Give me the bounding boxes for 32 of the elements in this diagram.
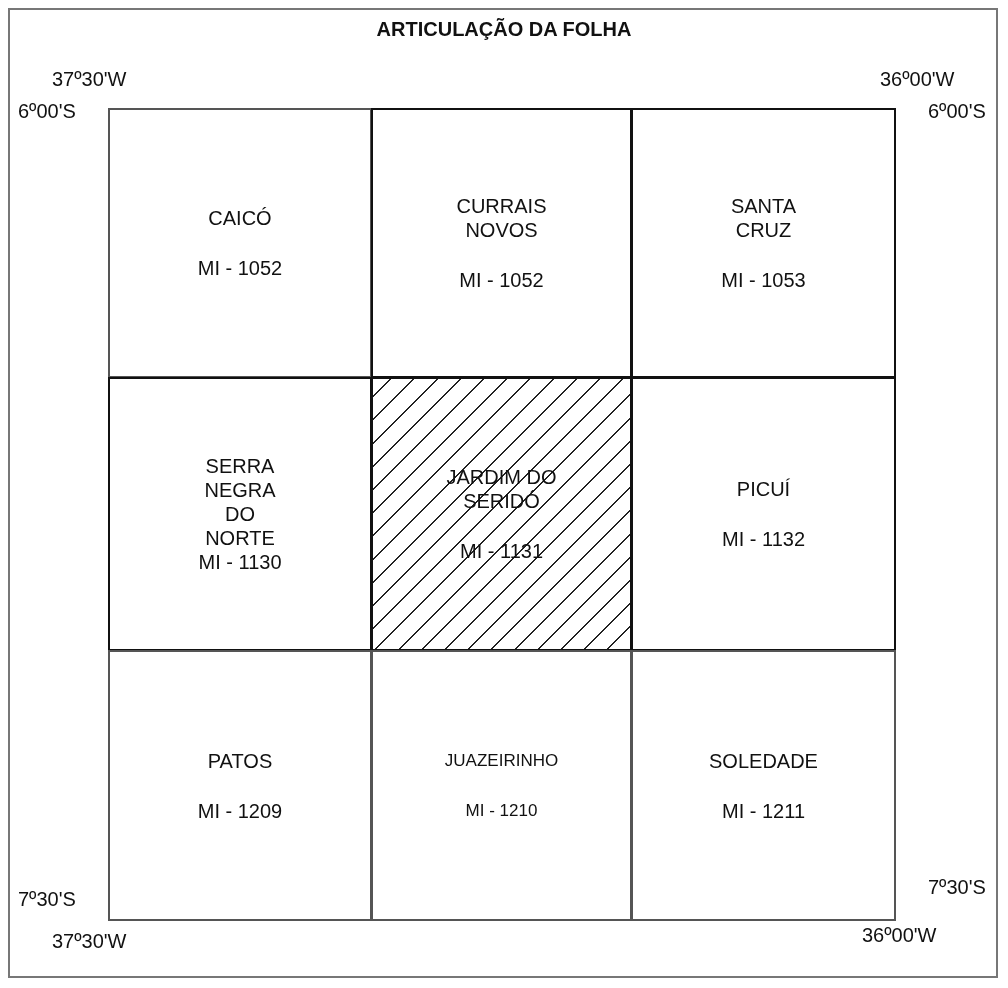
sheet-name: PATOS <box>207 748 273 773</box>
map-sheet-cell <box>631 650 896 921</box>
sheet-code: MI - 1053 <box>721 268 806 292</box>
coordinate-label: 7º30'S <box>18 888 76 911</box>
sheet-code: MI - 1132 <box>722 527 805 551</box>
coordinate-label: 6º00'S <box>928 100 986 123</box>
sheet-code: MI - 1209 <box>197 798 283 823</box>
sheet-code: MI - 1210 <box>465 799 538 822</box>
sheet-code: MI - 1052 <box>459 268 544 292</box>
map-sheet-cell <box>631 377 896 651</box>
title: ARTICULAÇÃO DA FOLHA <box>375 18 633 41</box>
map-sheet-cell <box>631 108 896 378</box>
sheet-code: MI - 1052 <box>197 256 283 280</box>
coordinate-label: 37º30'W <box>52 68 127 91</box>
coordinate-label: 7º30'S <box>928 876 986 899</box>
map-sheet-cell <box>371 377 632 651</box>
sheet-name: SERRA NEGRA DO NORTE <box>203 454 277 550</box>
sheet-code: MI - 1211 <box>722 798 805 823</box>
sheet-name: SANTA CRUZ <box>729 194 798 242</box>
coordinate-label: 6º00'S <box>18 100 76 123</box>
sheet-name: SOLEDADE <box>709 748 818 773</box>
map-sheet-cell <box>371 650 632 921</box>
coordinate-label: 37º30'W <box>52 930 127 953</box>
sheet-name: JUAZEIRINHO <box>444 749 559 772</box>
map-sheet-cell <box>108 108 372 378</box>
sheet-name: PICUÍ <box>736 477 791 501</box>
map-sheet-cell <box>108 650 372 921</box>
sheet-name: CAICÓ <box>208 206 272 230</box>
sheet-name: CURRAIS NOVOS <box>455 194 548 242</box>
coordinate-label: 36º00'W <box>862 924 937 947</box>
coordinate-label: 36º00'W <box>880 68 955 91</box>
sheet-code: MI - 1130 <box>198 550 282 574</box>
